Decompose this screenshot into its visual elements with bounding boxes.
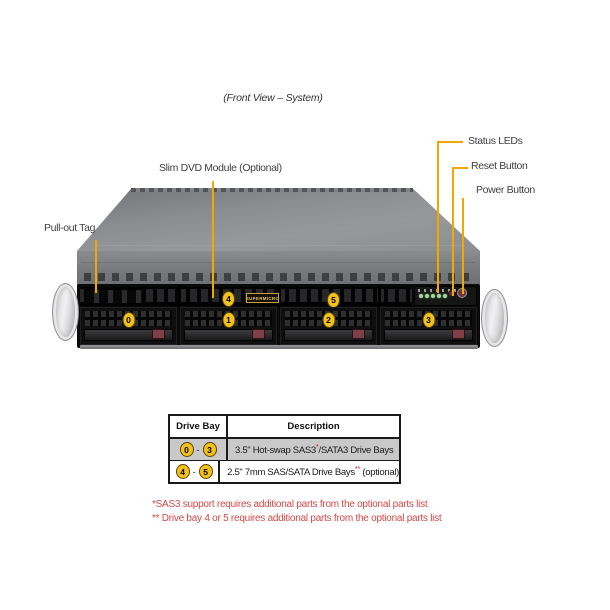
footnote-mark: ** — [354, 464, 361, 474]
table-row: 4 - 5 2.5" 7mm SAS/SATA Drive Bays** (op… — [170, 461, 399, 482]
tray-latch — [384, 329, 473, 341]
page-title: (Front View – System) — [223, 92, 323, 104]
pull-out-tag-slot — [84, 289, 144, 304]
tray-release-button — [452, 329, 465, 339]
chassis-band-seam — [82, 262, 475, 263]
callout-line-pullout-tag — [95, 240, 97, 293]
bay-number-badge: 1 — [222, 312, 235, 328]
drive-tray-0: 0 — [80, 307, 177, 345]
status-led — [443, 294, 447, 298]
bay-range-dash: - — [196, 444, 200, 455]
slim-bay-number-badge: 5 — [327, 292, 340, 308]
chassis-band-vents — [84, 273, 474, 281]
drive-tray-3: 3 — [380, 307, 477, 345]
reset-button-graphic — [448, 290, 455, 297]
right-rack-handle — [481, 289, 508, 347]
drive-bay-table: Drive Bay Description 0 - 3 3.5" Hot-swa… — [168, 414, 401, 484]
description-text: 3.5" Hot-swap SAS3 — [235, 445, 316, 457]
tray-latch — [84, 329, 173, 341]
callout-line-status-leds — [437, 141, 463, 143]
description-cell: 3.5" Hot-swap SAS3*/SATA3 Drive Bays — [228, 439, 399, 460]
callout-label-status-leds: Status LEDs — [468, 135, 523, 147]
left-rack-handle — [52, 283, 79, 341]
footnote-sas3: *SAS3 support requires additional parts … — [152, 499, 428, 510]
supermicro-logo-badge: SUPERMICRO — [246, 293, 279, 303]
bay-range-badge: 5 — [198, 464, 213, 479]
chassis-top-seam — [95, 245, 465, 246]
callout-label-reset-button: Reset Button — [471, 160, 528, 172]
status-led — [419, 294, 423, 298]
bay-range-dash: - — [192, 466, 196, 477]
callout-line-status-leds — [437, 141, 439, 293]
bay-range-badge: 0 — [179, 442, 194, 457]
slim-bay-number-badge: 4 — [222, 291, 235, 307]
bay-divider — [378, 285, 381, 307]
bay-range-cell: 0 - 3 — [170, 439, 228, 460]
tray-release-button — [352, 329, 365, 339]
bay-range-cell: 4 - 5 — [170, 461, 221, 482]
description-text: (optional) — [360, 467, 399, 479]
chassis-top-surface — [77, 188, 480, 251]
tray-release-button — [152, 329, 165, 339]
drive-tray-2: 2 — [280, 307, 377, 345]
callout-label-slim-dvd: Slim DVD Module (Optional) — [159, 162, 282, 174]
bay-range-badge: 3 — [202, 442, 217, 457]
description-text: 2.5" 7mm SAS/SATA Drive Bays — [227, 467, 355, 479]
drive-tray-1: 1 — [180, 307, 277, 345]
table-header-row: Drive Bay Description — [170, 416, 399, 439]
bay-divider — [178, 285, 181, 307]
callout-label-pullout-tag: Pull-out Tag — [44, 222, 96, 234]
chassis-base — [80, 345, 478, 349]
status-led — [437, 294, 441, 298]
tray-release-button — [252, 329, 265, 339]
description-cell: 2.5" 7mm SAS/SATA Drive Bays** (optional… — [220, 461, 399, 482]
tray-latch — [284, 329, 373, 341]
callout-line-reset-button — [452, 167, 468, 169]
chassis-top-rear-vents — [131, 188, 413, 192]
table-row: 0 - 3 3.5" Hot-swap SAS3*/SATA3 Drive Ba… — [170, 439, 399, 461]
bay-number-badge: 2 — [322, 312, 335, 328]
table-header-description: Description — [287, 421, 340, 432]
footnote-mark: * — [315, 442, 319, 452]
status-led — [431, 294, 435, 298]
table-header-drive-bay: Drive Bay — [170, 416, 228, 437]
callout-line-slim-dvd — [212, 181, 214, 298]
bay-divider — [278, 285, 281, 307]
callout-line-power-button — [462, 198, 464, 294]
bay-number-badge: 0 — [122, 312, 135, 328]
bay-range-badge: 4 — [175, 464, 190, 479]
bay-number-badge: 3 — [422, 312, 435, 328]
description-text: /SATA3 Drive Bays — [318, 445, 394, 457]
status-led — [425, 294, 429, 298]
callout-label-power-button: Power Button — [476, 184, 535, 196]
tray-latch — [184, 329, 273, 341]
footnote-drive-bay: ** Drive bay 4 or 5 requires additional … — [152, 513, 442, 524]
callout-line-reset-button — [452, 167, 454, 296]
